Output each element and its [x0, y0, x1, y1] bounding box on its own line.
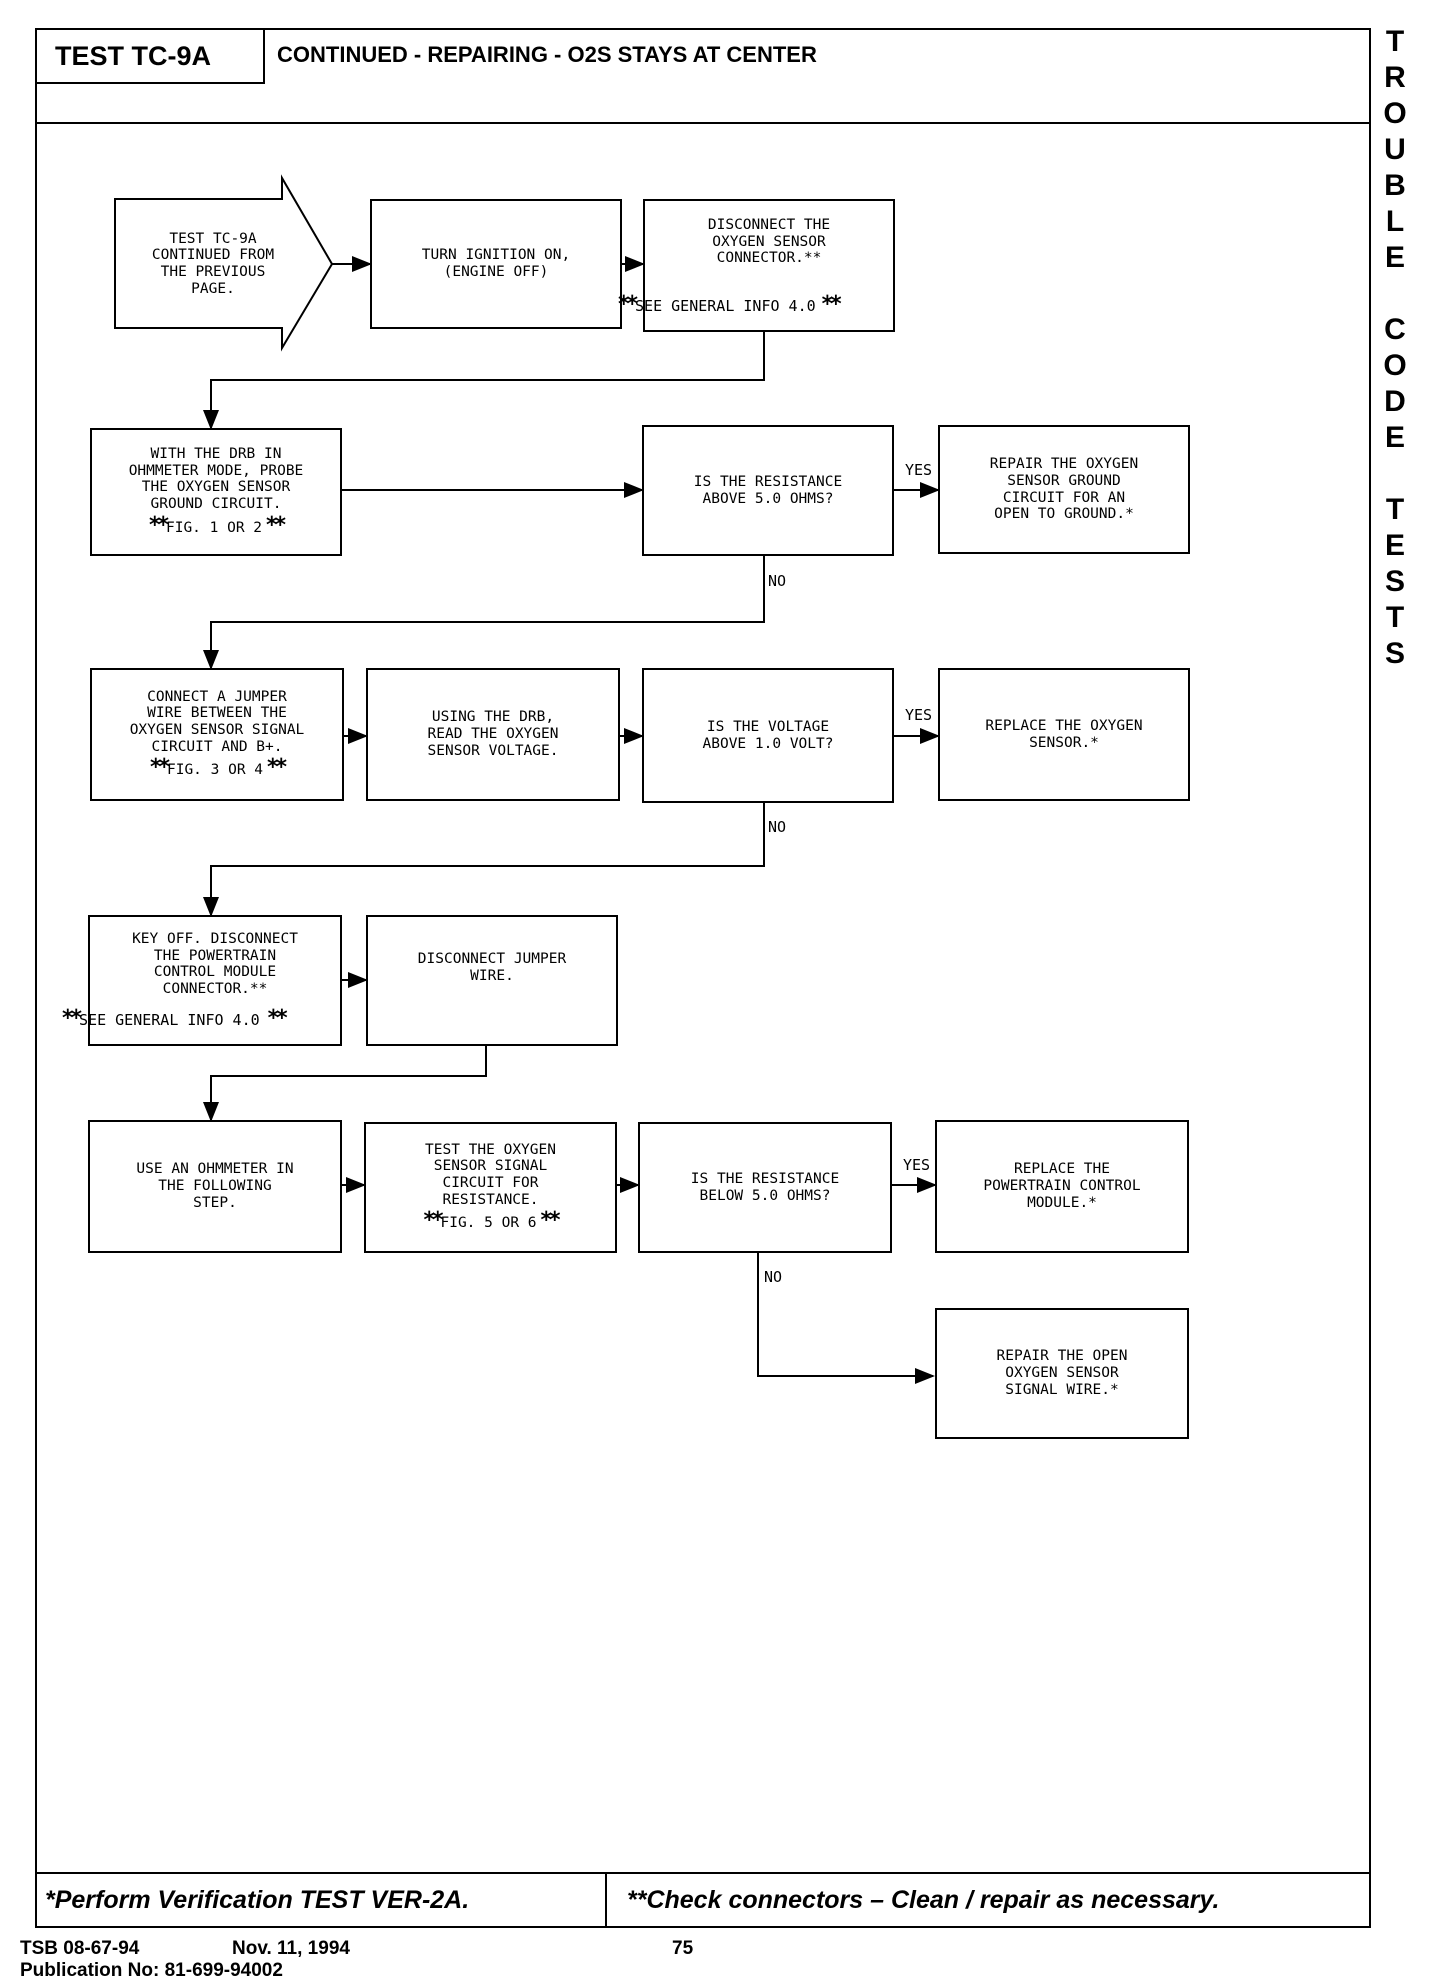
label-yes-qv: YES [905, 706, 933, 724]
arrow-q2-no [757, 1252, 935, 1384]
note-stars-left: ** [618, 292, 638, 317]
footer-row: *Perform Verification TEST VER-2A. **Che… [37, 1872, 1369, 1926]
question-resistance-below-5: IS THE RESISTANCE BELOW 5.0 OHMS? [638, 1122, 892, 1253]
note-stars-right: ** [821, 292, 842, 317]
side-tab-letter: T [1385, 493, 1405, 526]
side-tab-letter: T [1385, 601, 1405, 634]
publication-number: Publication No: 81-699-94002 [20, 1960, 283, 1981]
side-tab-letter: E [1384, 241, 1405, 274]
side-tab-letter: U [1384, 133, 1406, 166]
page-frame: TEST TC-9A CONTINUED - REPAIRING - O2S S… [35, 28, 1371, 1928]
page-number: 75 [672, 1938, 694, 1959]
footer-verification-note: *Perform Verification TEST VER-2A. [37, 1874, 607, 1926]
note-stars-left: ** [148, 512, 169, 538]
note-stars-left: ** [423, 1208, 443, 1234]
result-replace-o2-sensor: REPLACE THE OXYGEN SENSOR.* [938, 668, 1190, 801]
side-tab-letter: C [1384, 313, 1406, 346]
step-key-off-text: KEY OFF. DISCONNECT THE POWERTRAIN CONTR… [132, 931, 298, 998]
step-probe-ground-text: WITH THE DRB IN OHMMETER MODE, PROBE THE… [128, 446, 304, 513]
question-voltage-above-1: IS THE VOLTAGE ABOVE 1.0 VOLT? [642, 668, 894, 803]
arrow-disconnect-to-probe [203, 332, 765, 430]
step-jumper-text: CONNECT A JUMPER WIRE BETWEEN THE OXYGEN… [129, 688, 305, 755]
disconnect-o2-note-text: SEE GENERAL INFO 4.0 [635, 297, 816, 315]
side-tab-letter: O [1383, 97, 1407, 130]
side-tab-letter: S [1384, 637, 1405, 670]
tsb-date: Nov. 11, 1994 [232, 1938, 350, 1959]
key-off-note-text: SEE GENERAL INFO 4.0 [79, 1011, 260, 1029]
question-resistance-above-5: IS THE RESISTANCE ABOVE 5.0 OHMS? [642, 425, 894, 556]
side-tab-letter: R [1384, 61, 1406, 94]
side-tab-letter: D [1384, 385, 1406, 418]
step-test-signal-text: TEST THE OXYGEN SENSOR SIGNAL CIRCUIT FO… [425, 1141, 556, 1208]
note-stars-right: ** [267, 755, 287, 781]
step-turn-ignition-on: TURN IGNITION ON, (ENGINE OFF) [370, 199, 622, 329]
side-tab-letter: S [1384, 565, 1405, 598]
step-probe-ground-circuit: WITH THE DRB IN OHMMETER MODE, PROBE THE… [90, 428, 342, 556]
start-box: TEST TC-9A CONTINUED FROM THE PREVIOUS P… [151, 230, 275, 297]
side-tab-letter: L [1385, 205, 1405, 238]
result-repair-open-signal-wire: REPAIR THE OPEN OXYGEN SENSOR SIGNAL WIR… [935, 1308, 1189, 1439]
test-id: TEST TC-9A [37, 30, 265, 84]
step-disconnect-jumper-wire: DISCONNECT JUMPER WIRE. [366, 915, 618, 1046]
result-replace-pcm: REPLACE THE POWERTRAIN CONTROL MODULE.* [935, 1120, 1189, 1253]
label-yes-q2: YES [903, 1156, 931, 1174]
step-jumper-note: **FIG. 3 OR 4** [149, 755, 287, 781]
label-no-qv: NO [768, 818, 787, 836]
note-stars-right: ** [266, 512, 286, 538]
test-title: CONTINUED - REPAIRING - O2S STAYS AT CEN… [277, 42, 817, 67]
header-row: TEST TC-9A CONTINUED - REPAIRING - O2S S… [37, 30, 1369, 124]
step-key-off-disconnect-pcm: KEY OFF. DISCONNECT THE POWERTRAIN CONTR… [88, 915, 342, 1046]
side-tab-letter: T [1385, 25, 1405, 58]
probe-ground-fig: FIG. 1 OR 2 [165, 519, 263, 536]
step-disconnect-o2-sensor: DISCONNECT THE OXYGEN SENSOR CONNECTOR.*… [643, 199, 895, 332]
jumper-fig: FIG. 3 OR 4 [166, 762, 264, 779]
tsb-number: TSB 08-67-94 [20, 1938, 140, 1959]
note-stars-right: ** [540, 1208, 561, 1234]
step-disconnect-o2-sensor-text: DISCONNECT THE OXYGEN SENSOR CONNECTOR.*… [707, 217, 831, 267]
note-stars-left: ** [62, 1006, 82, 1031]
step-connect-jumper-wire: CONNECT A JUMPER WIRE BETWEEN THE OXYGEN… [90, 668, 344, 801]
side-tab-letter: E [1384, 529, 1405, 562]
note-stars-left: ** [149, 755, 170, 781]
arrow-jumper-to-ohmmeter [203, 1046, 487, 1122]
label-no-q2: NO [764, 1268, 783, 1286]
side-tab-letter: E [1384, 421, 1405, 454]
result-repair-ground-circuit: REPAIR THE OXYGEN SENSOR GROUND CIRCUIT … [938, 425, 1190, 554]
test-signal-fig: FIG. 5 OR 6 [440, 1215, 537, 1232]
step-probe-ground-note: **FIG. 1 OR 2** [148, 512, 286, 538]
step-test-signal-circuit: TEST THE OXYGEN SENSOR SIGNAL CIRCUIT FO… [364, 1122, 617, 1253]
step-use-ohmmeter: USE AN OHMMETER IN THE FOLLOWING STEP. [88, 1120, 342, 1253]
side-tab-letter: B [1384, 169, 1406, 202]
disconnect-o2-note: **SEE GENERAL INFO 4.0** [618, 292, 842, 317]
note-stars-right: ** [267, 1006, 288, 1031]
label-yes-q1: YES [905, 461, 933, 479]
footer-connectors-note: **Check connectors – Clean / repair as n… [627, 1886, 1220, 1914]
key-off-note: **SEE GENERAL INFO 4.0** [62, 1006, 288, 1031]
start-arrow-shape [114, 174, 334, 352]
step-test-signal-note: **FIG. 5 OR 6** [423, 1208, 561, 1234]
arrow-qv-no [203, 803, 765, 917]
label-no-q1: NO [768, 572, 787, 590]
arrow-q1-no [203, 556, 765, 670]
side-tab-letter: O [1383, 349, 1407, 382]
step-read-o2-voltage: USING THE DRB, READ THE OXYGEN SENSOR VO… [366, 668, 620, 801]
